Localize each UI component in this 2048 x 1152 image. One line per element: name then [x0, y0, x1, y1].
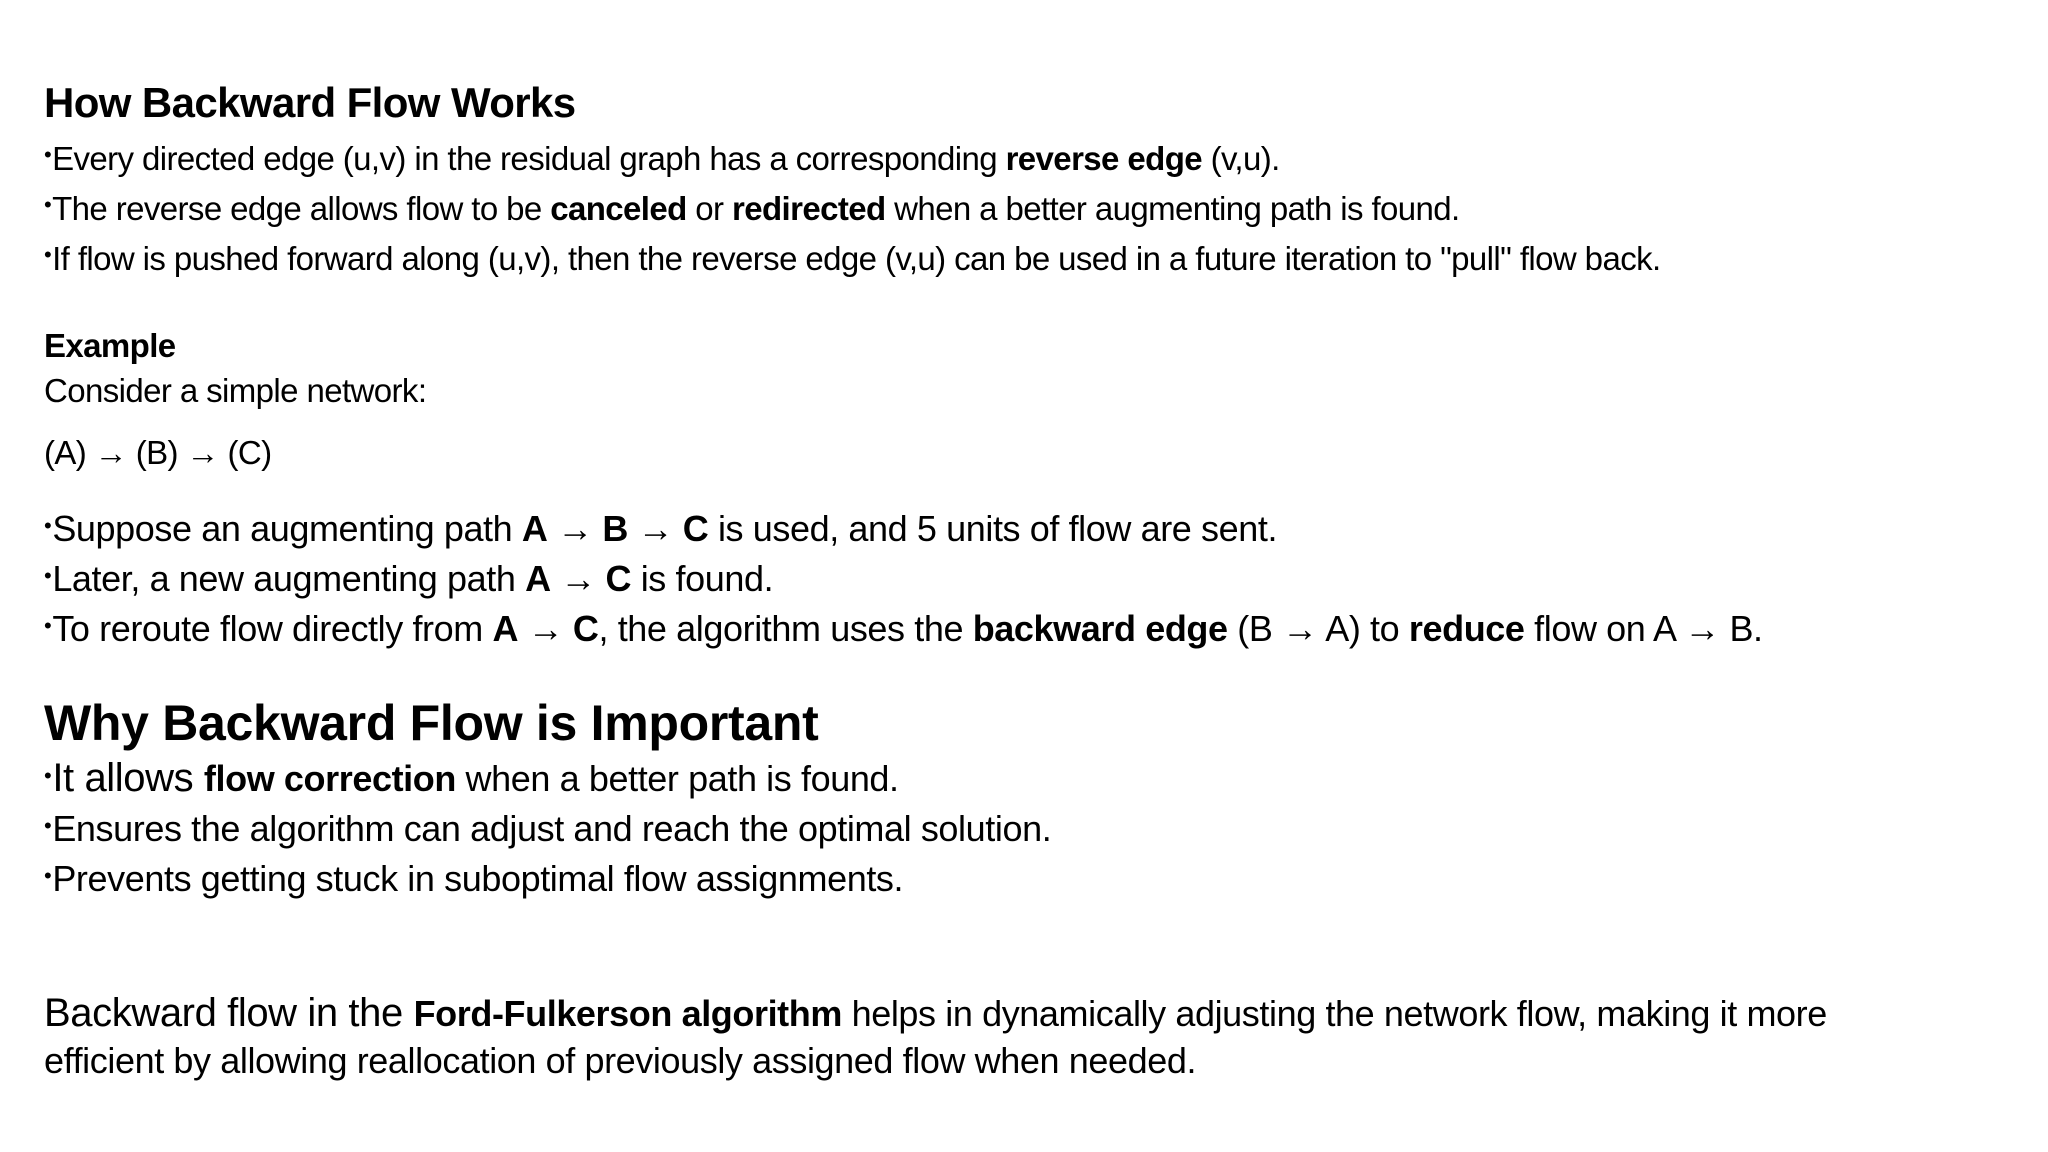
network-diagram-text: (A) → (B) → (C)	[44, 434, 272, 471]
bullet-item: •Every directed edge (u,v) in the residu…	[44, 140, 1280, 177]
bullet-item: •Later, a new augmenting path A → C is f…	[44, 558, 774, 599]
bullet-item: •Prevents getting stuck in suboptimal fl…	[44, 858, 904, 899]
section-title: Why Backward Flow is Important	[44, 695, 819, 751]
bullet-item: •Suppose an augmenting path A → B → C is…	[44, 508, 1278, 549]
bullet-icon: •	[44, 763, 52, 788]
example-heading: Example	[44, 327, 176, 364]
bullet-item: •Ensures the algorithm can adjust and re…	[44, 808, 1052, 849]
bullet-icon: •	[44, 563, 52, 588]
bullet-item: •The reverse edge allows flow to be canc…	[44, 190, 1460, 227]
bullet-icon: •	[44, 142, 52, 167]
example-intro: Consider a simple network:	[44, 372, 427, 409]
bullet-icon: •	[44, 513, 52, 538]
bullet-item: •To reroute flow directly from A → C, th…	[44, 608, 1763, 649]
section-why-important: Why Backward Flow is Important •It allow…	[44, 694, 1052, 902]
bullet-icon: •	[44, 863, 52, 888]
example-section: Example Consider a simple network: (A) →…	[44, 324, 427, 476]
conclusion-line-1: Backward flow in the Ford-Fulkerson algo…	[44, 991, 1827, 1035]
bullet-icon: •	[44, 613, 52, 638]
example-bullets: •Suppose an augmenting path A → B → C is…	[44, 502, 1763, 652]
bullet-item: •If flow is pushed forward along (u,v), …	[44, 240, 1661, 277]
bullet-icon: •	[44, 192, 52, 217]
bullet-icon: •	[44, 242, 52, 267]
conclusion-line-2: efficient by allowing reallocation of pr…	[44, 1040, 1197, 1081]
bullet-item: •It allows flow correction when a better…	[44, 756, 899, 800]
conclusion-paragraph: Backward flow in the Ford-Fulkerson algo…	[44, 990, 1827, 1084]
bullet-icon: •	[44, 813, 52, 838]
section-title: How Backward Flow Works	[44, 79, 576, 126]
section-how-backward-flow-works: How Backward Flow Works •Every directed …	[44, 78, 1661, 282]
